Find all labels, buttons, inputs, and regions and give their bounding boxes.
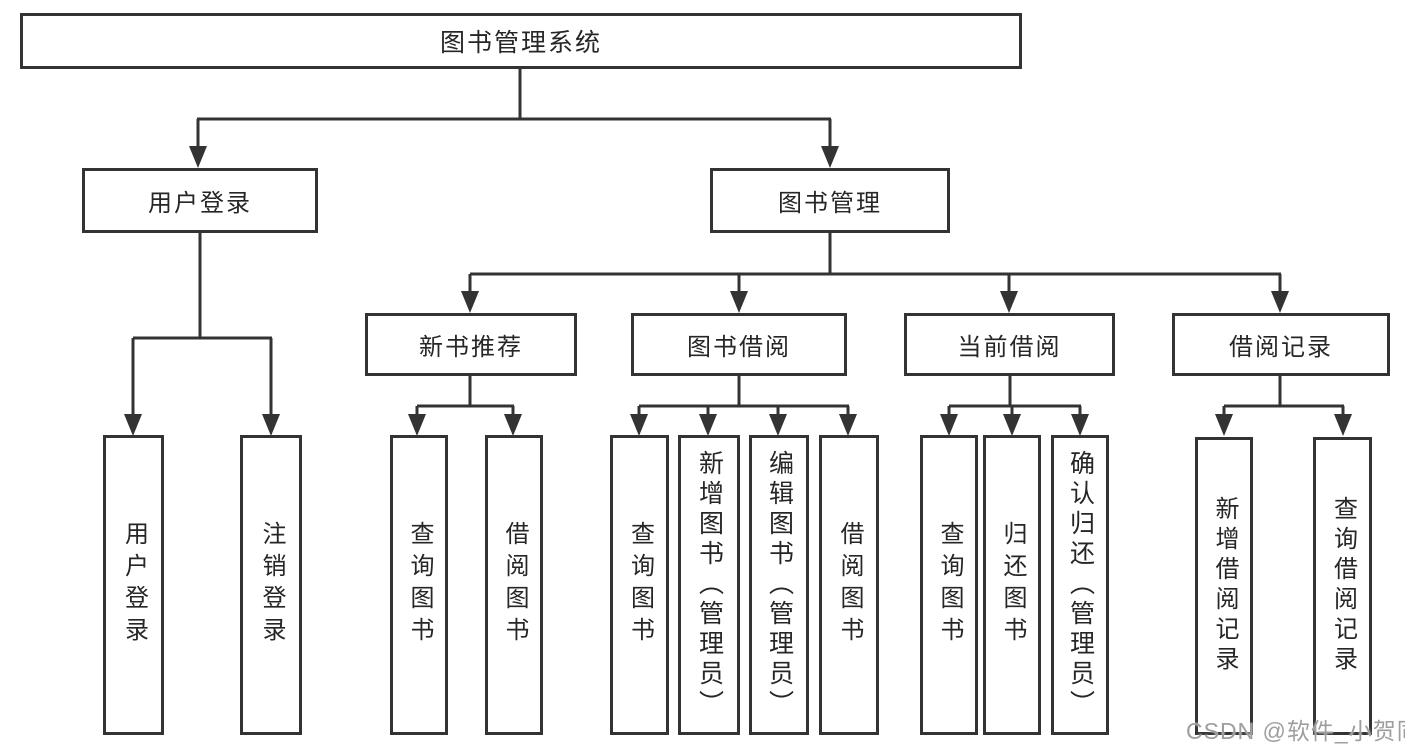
node-new-book-recommend: 新书推荐: [365, 313, 577, 376]
node-user-login: 用户登录: [82, 168, 318, 233]
leaf-add-book-admin: 新增图书（管理员）: [678, 435, 740, 735]
leaf-logout: 注销登录: [240, 435, 302, 735]
leaf-confirm-return-admin: 确认归还（管理员）: [1051, 435, 1109, 735]
node-library-management-system: 图书管理系统: [20, 13, 1022, 69]
leaf-add-borrow-record: 新增借阅记录: [1195, 437, 1253, 735]
csdn-watermark: CSDN @软件_小贺同学: [1186, 718, 1405, 744]
node-book-management: 图书管理: [710, 168, 950, 233]
leaf-return-book: 归还图书: [983, 435, 1041, 735]
leaf-user-login: 用户登录: [103, 435, 164, 735]
leaf-edit-book-admin: 编辑图书（管理员）: [749, 435, 809, 735]
leaf-borrow-book: 借阅图书: [819, 435, 879, 735]
node-borrow-records: 借阅记录: [1172, 313, 1390, 376]
node-book-borrow: 图书借阅: [631, 313, 847, 376]
leaf-borrow-book-recommend: 借阅图书: [485, 435, 543, 735]
node-current-borrow: 当前借阅: [904, 313, 1115, 376]
leaf-query-borrow-record: 查询借阅记录: [1313, 437, 1372, 735]
leaf-query-book-recommend: 查询图书: [390, 435, 448, 735]
leaf-query-book-current: 查询图书: [920, 435, 978, 735]
leaf-query-book-borrow: 查询图书: [610, 435, 669, 735]
